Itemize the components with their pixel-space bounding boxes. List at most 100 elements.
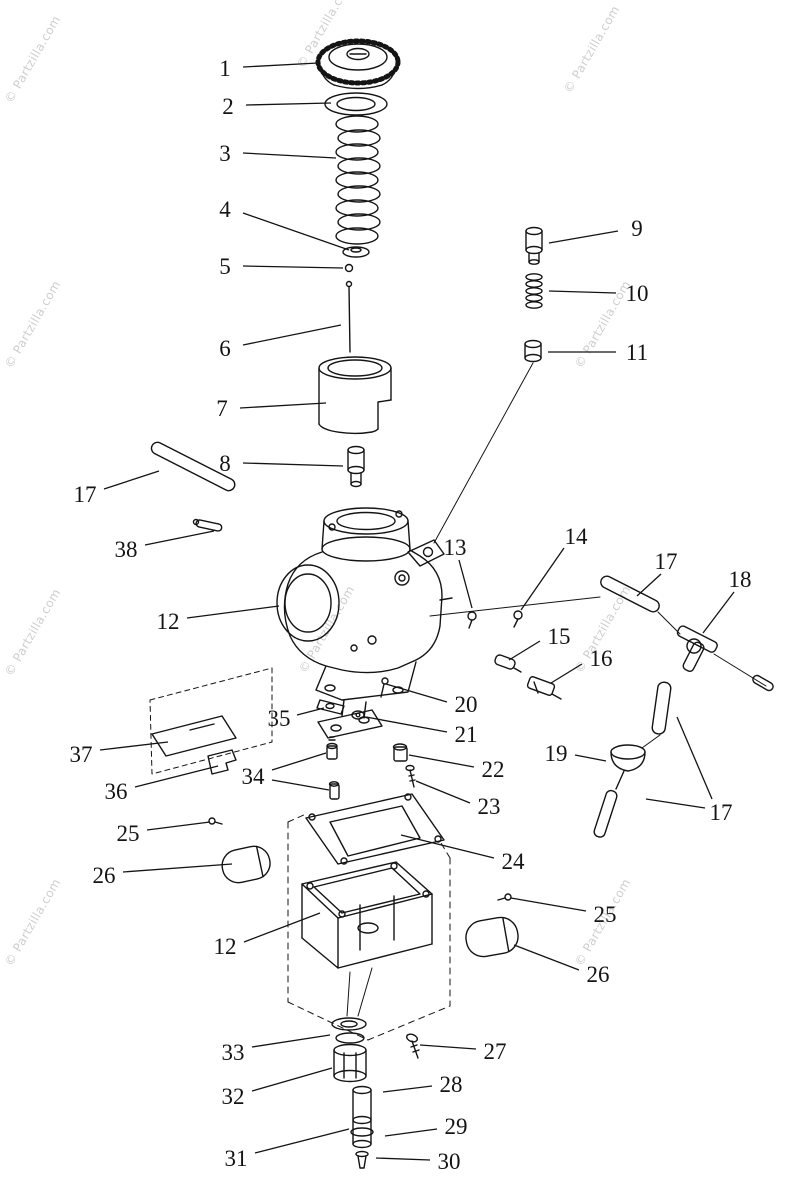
callout-label-26: 26 bbox=[587, 962, 610, 987]
callout-label-9: 9 bbox=[631, 216, 643, 241]
callout-label-23: 23 bbox=[478, 794, 501, 819]
callout-label-14: 14 bbox=[565, 524, 589, 549]
part-float-right bbox=[465, 916, 519, 958]
part-spring-seat bbox=[342, 246, 370, 258]
callout-leader-line bbox=[676, 716, 713, 800]
part-cap bbox=[315, 38, 401, 90]
callout-label-19: 19 bbox=[545, 741, 568, 766]
callout-leader-line bbox=[384, 1128, 438, 1137]
part-screw-13 bbox=[467, 611, 477, 629]
callout-label-25: 25 bbox=[117, 821, 140, 846]
alignment-line bbox=[357, 967, 373, 1017]
part-bowl-gasket bbox=[305, 793, 445, 865]
projection-lines bbox=[287, 813, 451, 1041]
callout-label-16: 16 bbox=[590, 646, 613, 671]
callout-label-17: 17 bbox=[655, 549, 678, 574]
alignment-line bbox=[346, 971, 351, 1017]
part-screw-30 bbox=[355, 1150, 369, 1169]
callout-leader-line bbox=[385, 683, 448, 703]
callout-leader-line bbox=[122, 863, 233, 873]
part-cable-adjuster bbox=[525, 226, 543, 265]
part-float-left bbox=[221, 845, 271, 884]
part-drain-screw bbox=[405, 1033, 420, 1059]
part-plunger-assembly bbox=[593, 681, 672, 838]
part-carburetor-body bbox=[276, 507, 453, 719]
part-screw-25-left bbox=[208, 817, 223, 825]
callout-leader-line bbox=[242, 62, 319, 68]
callout-leader-line bbox=[513, 944, 580, 971]
part-screw-14 bbox=[513, 610, 523, 628]
callout-label-17: 17 bbox=[710, 800, 733, 825]
callout-leader-line bbox=[520, 547, 565, 611]
callout-leader-line bbox=[243, 912, 321, 943]
callout-leader-line bbox=[375, 1157, 431, 1161]
callout-leader-line bbox=[251, 1067, 333, 1092]
callout-leader-line bbox=[242, 265, 344, 269]
callout-leader-line bbox=[242, 152, 337, 159]
part-cylinder-22 bbox=[392, 743, 408, 762]
part-screw-20 bbox=[380, 677, 389, 698]
callout-label-4: 4 bbox=[219, 197, 231, 222]
callout-label-10: 10 bbox=[626, 281, 649, 306]
callout-label-1: 1 bbox=[219, 56, 231, 81]
callout-leader-line bbox=[242, 212, 350, 251]
callout-label-38: 38 bbox=[115, 537, 138, 562]
part-screw-25-right bbox=[497, 893, 512, 901]
callout-label-21: 21 bbox=[455, 722, 478, 747]
callout-label-3: 3 bbox=[219, 141, 231, 166]
callout-leader-line bbox=[365, 716, 448, 733]
callout-label-35: 35 bbox=[268, 706, 291, 731]
callout-label-5: 5 bbox=[219, 254, 231, 279]
callout-leader-line bbox=[408, 754, 475, 768]
callout-leader-line bbox=[548, 290, 617, 294]
part-throttle-spring bbox=[335, 115, 381, 245]
part-throttle-slide bbox=[318, 356, 392, 435]
callout-leader-line bbox=[419, 1044, 477, 1050]
callout-label-12: 12 bbox=[157, 609, 180, 634]
part-tube-upper-left bbox=[150, 441, 236, 492]
part-t-fitting bbox=[657, 611, 774, 692]
part-jet-tube bbox=[350, 1085, 374, 1149]
callout-leader-line bbox=[239, 402, 327, 409]
callout-label-27: 27 bbox=[484, 1039, 507, 1064]
callout-leader-line bbox=[296, 707, 325, 716]
callout-leader-line bbox=[254, 1128, 350, 1154]
part-valve-seat bbox=[526, 676, 562, 700]
callout-label-30: 30 bbox=[438, 1149, 461, 1174]
callout-label-7: 7 bbox=[216, 396, 228, 421]
callout-leader-line bbox=[103, 470, 160, 490]
callout-label-18: 18 bbox=[729, 567, 752, 592]
callout-label-34: 34 bbox=[242, 764, 266, 789]
part-clip-36 bbox=[207, 749, 237, 775]
callout-leader-line bbox=[415, 780, 471, 804]
callout-label-15: 15 bbox=[548, 624, 571, 649]
callout-label-20: 20 bbox=[455, 692, 478, 717]
callout-label-36: 36 bbox=[105, 779, 128, 804]
part-hinge-plate bbox=[317, 709, 383, 739]
part-cable-cap bbox=[524, 339, 542, 363]
callout-leader-line bbox=[251, 1034, 331, 1048]
part-needle-clip bbox=[344, 263, 354, 273]
part-needle-jet bbox=[347, 445, 365, 488]
callout-leader-line bbox=[510, 897, 587, 912]
callout-leader-line bbox=[242, 462, 344, 467]
part-screw-23 bbox=[405, 764, 416, 788]
callout-leader-line bbox=[271, 752, 327, 771]
callout-label-13: 13 bbox=[444, 535, 467, 560]
callout-leader-line bbox=[382, 1085, 433, 1093]
callout-label-11: 11 bbox=[626, 340, 648, 365]
part-float-arm bbox=[316, 699, 345, 715]
callout-leader-line bbox=[134, 765, 219, 788]
callout-leader-line bbox=[550, 663, 583, 684]
part-needle-valve bbox=[494, 654, 522, 673]
callout-label-2: 2 bbox=[222, 94, 234, 119]
part-jet-needle bbox=[345, 280, 353, 353]
part-cap-gasket bbox=[324, 92, 388, 116]
callout-leader-line bbox=[636, 573, 662, 597]
callout-leader-line bbox=[245, 102, 332, 106]
part-valve-jet-pair bbox=[326, 736, 340, 800]
callout-leader-line bbox=[702, 591, 735, 634]
